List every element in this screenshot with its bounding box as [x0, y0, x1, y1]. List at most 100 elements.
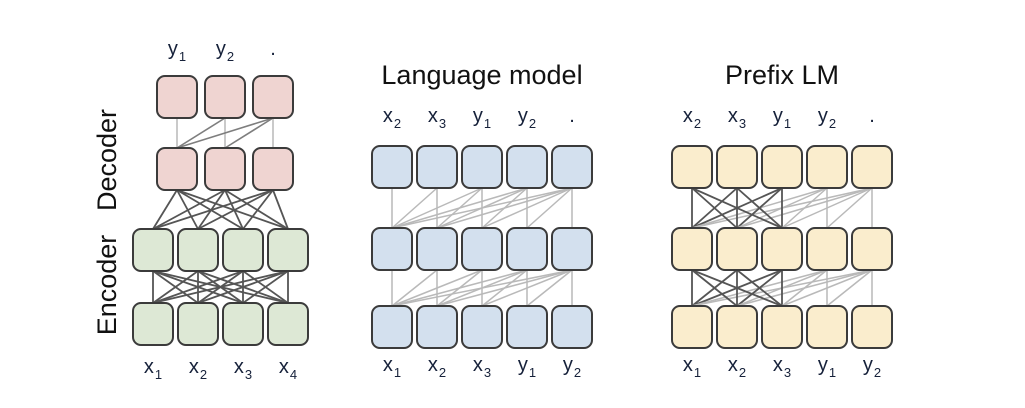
encoder-node[interactable]	[177, 302, 219, 346]
panel-language-model-node[interactable]	[416, 227, 458, 271]
decoder-output-token: y1	[168, 38, 186, 64]
panel-language-model-node[interactable]	[461, 227, 503, 271]
connection-edge	[691, 187, 738, 229]
panel-language-model-node[interactable]	[506, 145, 548, 189]
panel-language-model-bottom-token: y2	[563, 354, 581, 380]
panel-language-model-node[interactable]	[506, 305, 548, 349]
panel-prefix-lm-node[interactable]	[851, 227, 893, 271]
decoder-node[interactable]	[252, 147, 294, 191]
connection-edge	[691, 269, 783, 307]
panel-language-model-node[interactable]	[551, 227, 593, 271]
panel-language-model-node[interactable]	[416, 305, 458, 349]
connection-edge	[176, 189, 199, 230]
panel-language-model-top-token-text: y2	[518, 105, 536, 131]
decoder-node[interactable]	[156, 147, 198, 191]
encoder-node[interactable]	[267, 302, 309, 346]
panel-prefix-lm-node[interactable]	[716, 227, 758, 271]
panel-language-model-bottom-token-text: x3	[473, 354, 491, 380]
panel-prefix-lm-node[interactable]	[761, 305, 803, 349]
encoder-node[interactable]	[132, 302, 174, 346]
decoder-output-token-text: y2	[216, 38, 234, 64]
connection-edge	[152, 189, 274, 230]
panel-language-model-node[interactable]	[461, 145, 503, 189]
connection-edge	[481, 269, 528, 307]
encoder-side-label: Encoder	[92, 235, 122, 336]
panel-language-model-node[interactable]	[506, 227, 548, 271]
encoder-input-token: x3	[234, 356, 252, 382]
encoder-node[interactable]	[132, 228, 174, 272]
connection-edge	[197, 270, 289, 304]
decoder-node[interactable]	[156, 75, 198, 119]
connection-edge	[391, 187, 438, 229]
panel-language-model-title: Language model	[381, 60, 582, 90]
encoder-node[interactable]	[267, 228, 309, 272]
decoder-node[interactable]	[252, 75, 294, 119]
decoder-node[interactable]	[204, 147, 246, 191]
panel-language-model-node[interactable]	[416, 145, 458, 189]
panel-prefix-lm-node[interactable]	[806, 305, 848, 349]
panel-language-model-node[interactable]	[371, 227, 413, 271]
panel-language-model-top-token: x2	[383, 105, 401, 131]
panel-language-model-top-token-text: y1	[473, 105, 491, 131]
panel-prefix-lm-bottom-token: y2	[863, 354, 881, 380]
encoder-node[interactable]	[222, 228, 264, 272]
connection-edge	[481, 187, 528, 229]
panel-language-model-node[interactable]	[371, 145, 413, 189]
encoder-node[interactable]	[177, 228, 219, 272]
connection-edge	[152, 189, 226, 230]
panel-prefix-lm-node[interactable]	[851, 305, 893, 349]
connection-edge	[152, 270, 244, 304]
encoder-input-token-text: x1	[144, 356, 162, 382]
encoder-input-token: x1	[144, 356, 162, 382]
decoder-output-token: y2	[216, 38, 234, 64]
connection-edge	[176, 189, 244, 230]
connection-edge	[826, 187, 873, 229]
panel-prefix-lm-top-token-text: .	[869, 105, 875, 127]
connection-edge	[691, 187, 783, 229]
panel-prefix-lm-node[interactable]	[806, 227, 848, 271]
panel-prefix-lm-node[interactable]	[716, 145, 758, 189]
panel-language-model-node[interactable]	[551, 305, 593, 349]
panel-prefix-lm-node[interactable]	[716, 305, 758, 349]
panel-language-model-bottom-token: x3	[473, 354, 491, 380]
panel-prefix-lm-node[interactable]	[806, 145, 848, 189]
panel-language-model-bottom-token: x1	[383, 354, 401, 380]
panel-prefix-lm-top-token: x3	[728, 105, 746, 131]
decoder-node[interactable]	[204, 75, 246, 119]
encoder-input-token-text: x3	[234, 356, 252, 382]
panel-language-model-bottom-token-text: x2	[428, 354, 446, 380]
panel-prefix-lm-node[interactable]	[761, 145, 803, 189]
panel-prefix-lm-bottom-token-text: y2	[863, 354, 881, 380]
panel-prefix-lm-top-token-text: y2	[818, 105, 836, 131]
decoder-output-token-text: .	[270, 38, 276, 60]
encoder-node[interactable]	[222, 302, 264, 346]
panel-prefix-lm-top-token-text: y1	[773, 105, 791, 131]
connection-edge	[242, 270, 289, 304]
connection-edge	[436, 187, 483, 229]
panel-language-model-node[interactable]	[461, 305, 503, 349]
panel-prefix-lm-bottom-token: x1	[683, 354, 701, 380]
decoder-side-label: Decoder	[92, 109, 122, 211]
panel-prefix-lm-node[interactable]	[851, 145, 893, 189]
panel-language-model-node[interactable]	[371, 305, 413, 349]
decoder-output-token: .	[270, 38, 276, 60]
connection-edge	[176, 117, 274, 149]
connection-edge	[436, 269, 483, 307]
panel-prefix-lm-node[interactable]	[761, 227, 803, 271]
connection-edge	[176, 117, 226, 149]
panel-prefix-lm-top-token: y2	[818, 105, 836, 131]
connection-edge	[781, 269, 828, 307]
panel-prefix-lm-node[interactable]	[671, 305, 713, 349]
panel-prefix-lm-node[interactable]	[671, 145, 713, 189]
panel-language-model-bottom-token: y1	[518, 354, 536, 380]
panel-language-model-node[interactable]	[551, 145, 593, 189]
connection-edge	[272, 189, 289, 230]
panel-prefix-lm-top-token: .	[869, 105, 875, 127]
panel-language-model-bottom-token-text: y2	[563, 354, 581, 380]
panel-prefix-lm-bottom-token-text: y1	[818, 354, 836, 380]
panel-prefix-lm-node[interactable]	[671, 227, 713, 271]
panel-prefix-lm-top-token-text: x3	[728, 105, 746, 131]
